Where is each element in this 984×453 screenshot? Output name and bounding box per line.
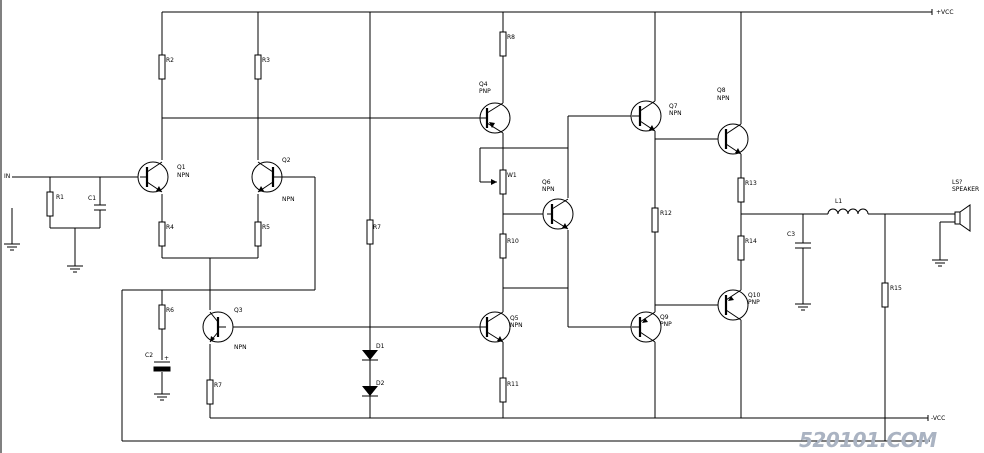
svg-text:C1: C1: [88, 195, 96, 202]
svg-text:R10: R10: [507, 238, 519, 245]
driver-wiring: [654, 12, 726, 418]
svg-text:R2: R2: [166, 57, 174, 64]
svg-text:NPN: NPN: [282, 196, 295, 203]
svg-text:R1: R1: [56, 194, 64, 201]
transistor-q9: Q9 PNP: [630, 311, 672, 343]
resistor-r2: R2: [158, 54, 174, 80]
svg-text:R13: R13: [745, 180, 757, 187]
resistor-r7-upper: R7: [366, 219, 381, 245]
svg-text:W1: W1: [507, 172, 517, 179]
svg-text:R8: R8: [507, 34, 515, 41]
positive-rail: +VCC: [162, 9, 954, 16]
svg-text:D1: D1: [376, 343, 385, 350]
speaker-icon: LS? SPEAKER: [952, 179, 979, 232]
resistor-r11: R11: [499, 377, 519, 403]
resistor-r6: R6: [158, 304, 174, 330]
resistor-r3: R3: [254, 54, 270, 80]
svg-text:R7: R7: [214, 382, 222, 389]
svg-text:NPN: NPN: [177, 172, 190, 179]
output-wiring: [740, 12, 828, 418]
svg-text:Q10: Q10: [748, 292, 761, 299]
vas-wiring: [479, 12, 632, 418]
capacitor-c2: C2 +: [145, 352, 171, 372]
svg-text:Q2: Q2: [282, 157, 291, 164]
capacitor-c1: C1: [88, 195, 106, 211]
resistor-r12: R12: [651, 207, 672, 233]
svg-text:R11: R11: [507, 381, 519, 388]
svg-text:NPN: NPN: [669, 110, 682, 117]
transistor-q3: Q3 NPN: [202, 307, 247, 351]
svg-text:R3: R3: [262, 57, 270, 64]
svg-text:R12: R12: [660, 210, 672, 217]
svg-text:R5: R5: [262, 224, 270, 231]
svg-text:R6: R6: [166, 307, 174, 314]
transistor-q10: Q10 PNP: [717, 289, 761, 321]
svg-text:L1: L1: [835, 198, 842, 205]
svg-text:LS?: LS?: [952, 179, 962, 186]
svg-text:Q9: Q9: [660, 314, 669, 321]
svg-text:+: +: [164, 355, 169, 362]
vcc-neg-label: -VCC: [931, 415, 945, 422]
svg-text:R4: R4: [166, 224, 174, 231]
input-section: IN: [4, 173, 140, 273]
svg-text:PNP: PNP: [479, 88, 491, 95]
svg-text:PNP: PNP: [660, 321, 672, 328]
svg-text:NPN: NPN: [542, 186, 555, 193]
svg-text:Q4: Q4: [479, 81, 488, 88]
svg-text:Q5: Q5: [510, 315, 519, 322]
svg-text:NPN: NPN: [717, 95, 730, 102]
transistor-q8: Q8 NPN: [717, 87, 749, 155]
svg-text:PNP: PNP: [748, 299, 760, 306]
inductor-l1: L1: [827, 198, 869, 215]
svg-text:R7: R7: [373, 224, 381, 231]
svg-text:Q6: Q6: [542, 179, 551, 186]
svg-text:Q8: Q8: [717, 87, 726, 94]
watermark: 520101.COM: [799, 428, 937, 452]
svg-text:Q7: Q7: [669, 103, 678, 110]
svg-text:NPN: NPN: [510, 322, 523, 329]
transistor-q6: Q6 NPN: [542, 179, 574, 230]
resistor-r5: R5: [254, 221, 270, 247]
transistor-q1: Q1 NPN: [137, 161, 190, 193]
potentiometer-w1: W1: [491, 169, 517, 195]
svg-text:Q3: Q3: [234, 307, 243, 314]
differential-pair-wiring: [121, 12, 930, 442]
transistor-q2: Q2 NPN: [251, 157, 295, 203]
transistor-q7: Q7 NPN: [630, 100, 682, 132]
svg-text:C2: C2: [145, 352, 153, 359]
diode-d2: D2: [362, 380, 385, 397]
svg-text:Q1: Q1: [177, 164, 186, 171]
resistor-r14: R14: [737, 235, 757, 261]
resistor-r4: R4: [158, 221, 174, 247]
resistor-r10: R10: [499, 233, 519, 259]
svg-text:C3: C3: [787, 231, 795, 238]
vcc-pos-label: +VCC: [936, 9, 954, 16]
diode-d1: D1: [362, 343, 385, 361]
resistor-r7-lower: R7: [206, 379, 222, 405]
capacitor-c3: C3: [787, 231, 811, 249]
svg-text:R15: R15: [890, 285, 902, 292]
svg-text:R14: R14: [745, 238, 757, 245]
svg-text:D2: D2: [376, 380, 385, 387]
resistor-r1: R1: [46, 191, 64, 217]
resistor-r13: R13: [737, 177, 757, 203]
svg-text:SPEAKER: SPEAKER: [952, 186, 979, 193]
current-source-wiring: [154, 290, 480, 418]
transistor-q4: Q4 PNP: [479, 81, 511, 134]
output-filter-wiring: [795, 213, 956, 441]
resistor-r8: R8: [499, 31, 515, 57]
resistor-r15: R15: [881, 282, 902, 308]
svg-text:NPN: NPN: [234, 344, 247, 351]
negative-rail: -VCC: [210, 415, 945, 422]
transistor-q5: Q5 NPN: [479, 311, 523, 343]
input-label: IN: [4, 173, 10, 180]
